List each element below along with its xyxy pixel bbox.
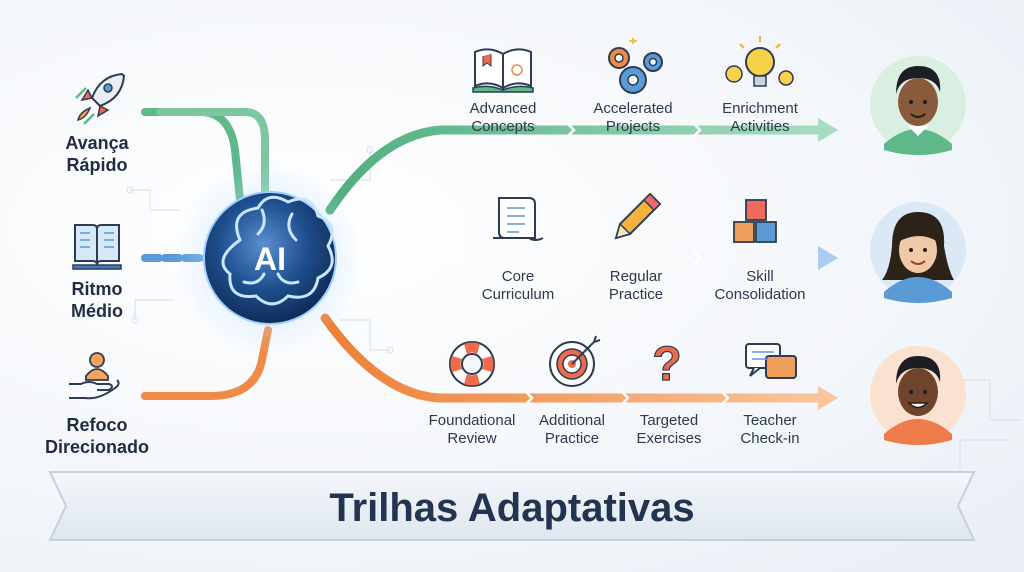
boy-student-avatar bbox=[870, 56, 966, 155]
step-foundational-review: Foundational Review bbox=[428, 412, 516, 447]
green-arrowhead bbox=[818, 118, 838, 142]
green-input-line-2 bbox=[156, 108, 269, 194]
lifebuoy-icon bbox=[449, 341, 495, 387]
orange-output-line bbox=[320, 313, 825, 403]
question-mark-icon: ? bbox=[652, 337, 683, 391]
green-output-line bbox=[325, 125, 825, 215]
track-label-ritmo-medio: Ritmo Médio bbox=[71, 279, 123, 321]
output-arrows bbox=[320, 118, 838, 410]
blocks-icon bbox=[733, 199, 777, 243]
blue-arrowhead bbox=[818, 246, 838, 270]
step-advanced-concepts: Advanced Concepts bbox=[469, 100, 537, 135]
scroll-icon bbox=[493, 197, 544, 241]
track-label-refoco-direcionado: Refoco Direcionado bbox=[44, 415, 150, 457]
svg-text:?: ? bbox=[652, 338, 681, 391]
ai-brain-icon: AI bbox=[175, 163, 365, 353]
step-teacher-check-in: Teacher Check-in bbox=[740, 412, 800, 447]
book-icon bbox=[72, 224, 122, 270]
boy-student-avatar-2 bbox=[870, 346, 966, 445]
step-core-curriculum: Core Curriculum bbox=[481, 268, 555, 303]
page-title: Trilhas Adaptativas bbox=[329, 486, 695, 530]
step-regular-practice: Regular Practice bbox=[608, 268, 664, 303]
target-icon bbox=[549, 335, 601, 387]
rocket-icon bbox=[75, 72, 126, 125]
girl-student-avatar bbox=[870, 202, 966, 303]
step-accelerated-projects: Accelerated Projects bbox=[593, 100, 673, 135]
hub-label: AI bbox=[254, 241, 286, 277]
orange-input-line bbox=[141, 326, 272, 400]
circuit-decoration bbox=[126, 146, 1020, 470]
hand-with-person-icon bbox=[69, 352, 120, 400]
gears-icon bbox=[608, 38, 663, 94]
open-book-icon bbox=[472, 48, 534, 93]
chat-bubbles-icon bbox=[745, 343, 797, 379]
step-enrichment-activities: Enrichment Activities bbox=[722, 100, 798, 135]
step-additional-practice: Additional Practice bbox=[539, 412, 605, 447]
title-banner bbox=[48, 471, 976, 541]
orange-arrowhead bbox=[818, 386, 838, 410]
lightbulbs-icon bbox=[725, 36, 794, 87]
pencil-icon bbox=[614, 192, 662, 240]
step-targeted-exercises: Targeted Exercises bbox=[636, 412, 702, 447]
step-skill-consolidation: Skill Consolidation bbox=[714, 268, 806, 303]
track-label-avanca-rapido: Avança Rápido bbox=[65, 133, 129, 175]
